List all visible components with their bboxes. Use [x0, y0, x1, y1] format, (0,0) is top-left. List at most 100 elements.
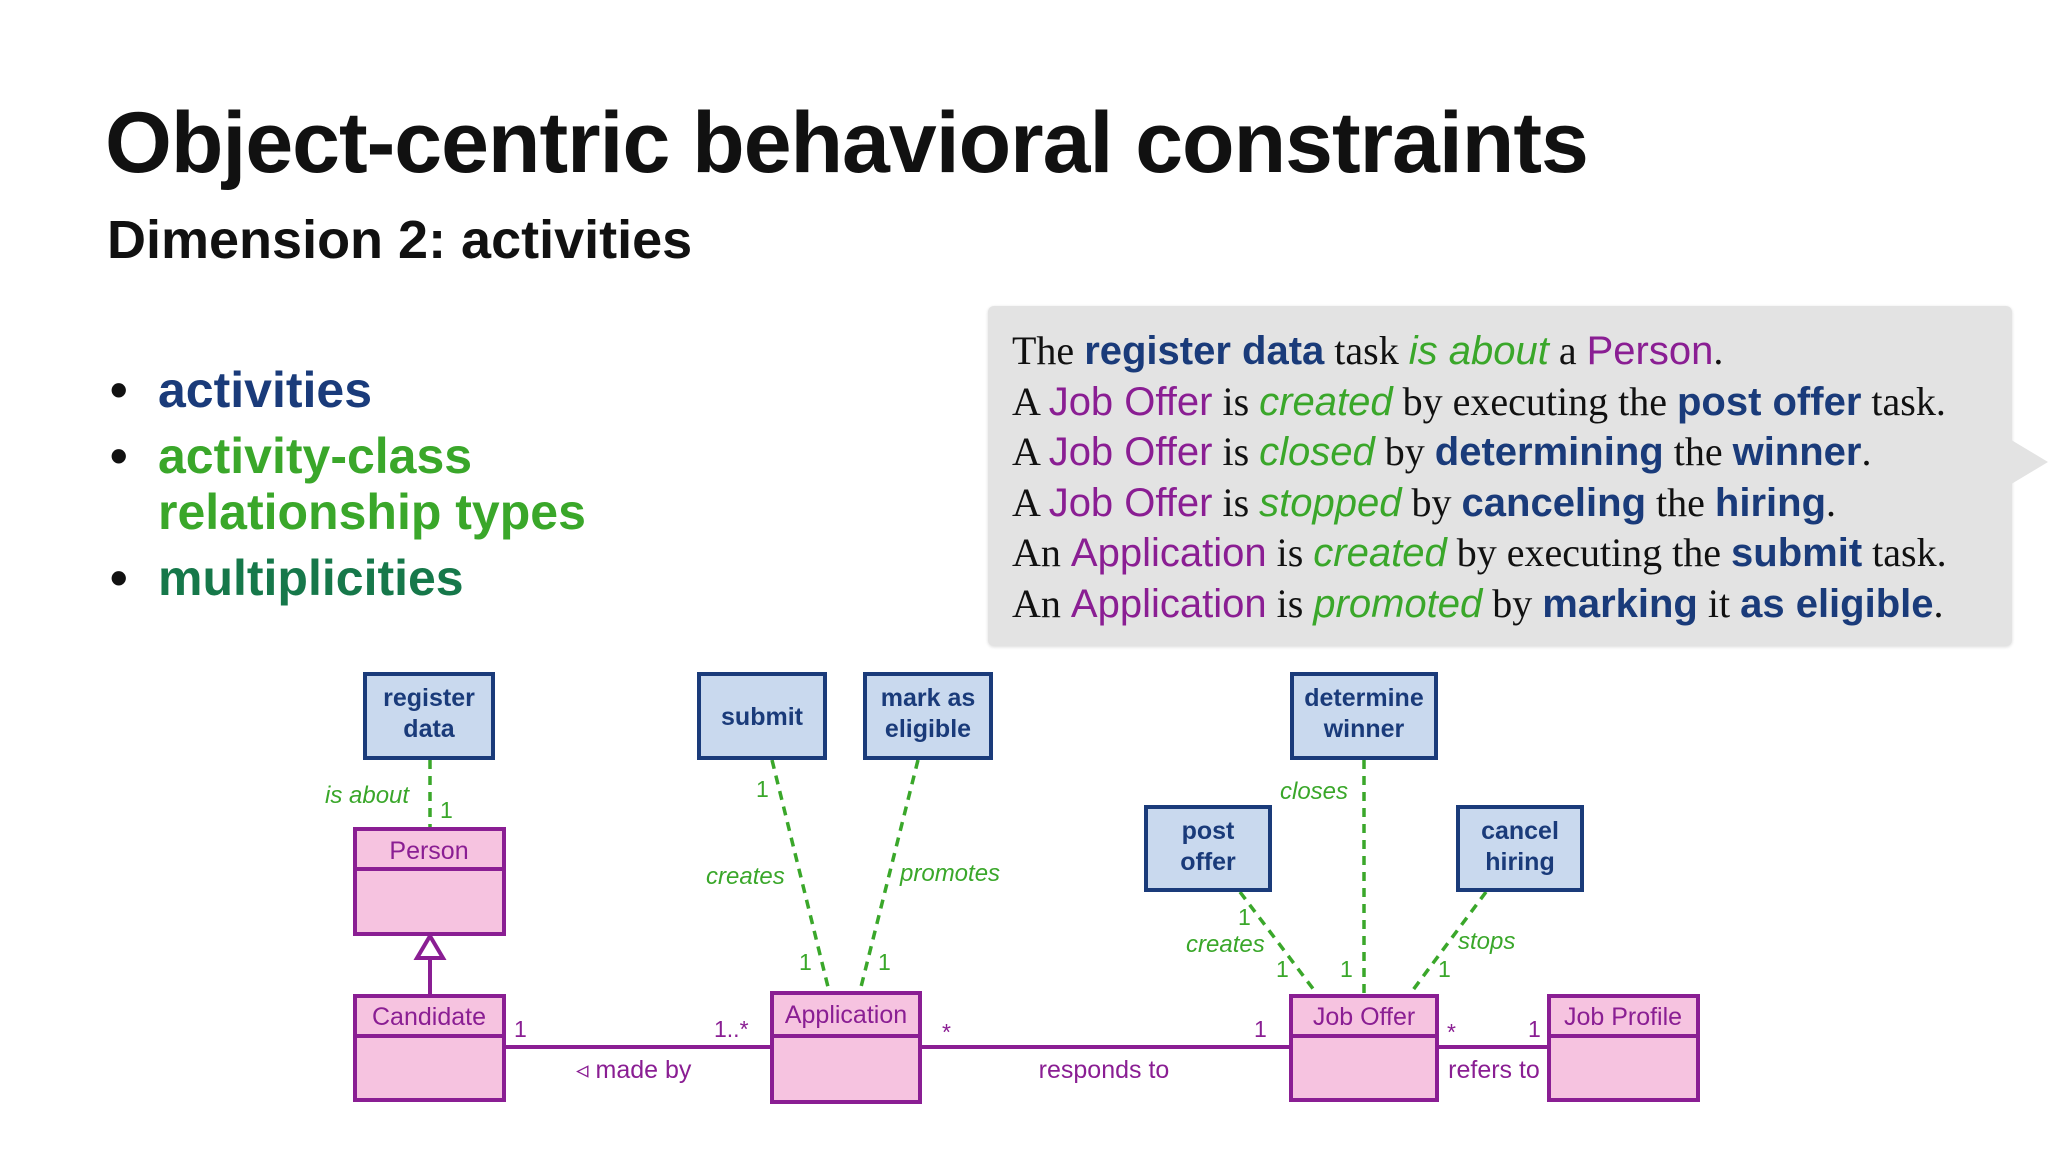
callout-plain-text: A [1012, 429, 1049, 474]
task-label: register [383, 684, 475, 712]
task-label: cancel [1481, 817, 1559, 845]
callout-task-name: canceling [1461, 480, 1647, 525]
class-label: Person [389, 837, 468, 865]
association-label-made-by: ◃ made by [576, 1056, 692, 1084]
callout-plain-text: . [1713, 328, 1724, 373]
callout-task-name: determining [1434, 430, 1664, 474]
task-label: offer [1180, 848, 1236, 876]
callout-plain-text: An [1012, 580, 1071, 626]
bullet-activity-class-relationship-types: • activity-class relationship types [110, 428, 586, 540]
bullet-multiplicities: • multiplicities [110, 550, 586, 606]
bullet-marker: • [110, 550, 128, 606]
relation-label-stops: stops [1458, 928, 1515, 955]
bullet-list: • activities • activity-class relationsh… [110, 362, 586, 616]
callout-task-name: as eligible [1740, 581, 1934, 626]
multiplicity-label: 1 [878, 949, 891, 975]
stops-line [1408, 890, 1488, 996]
callout-relation-type: promoted [1313, 581, 1483, 626]
callout-plain-text: task. [1861, 378, 1946, 424]
multiplicity-label: 1 [440, 797, 453, 823]
callout-line: A Job Offer is stopped by canceling the … [1012, 478, 1947, 529]
callout-class-name: Person [1586, 329, 1714, 373]
callout-line: An Application is promoted by marking it… [1012, 579, 1947, 630]
callout-class-name: Job Offer [1048, 379, 1213, 424]
callout-line: The register data task is about a Person… [1012, 326, 1947, 377]
class-person: Person [353, 827, 506, 936]
class-label: Candidate [372, 1003, 486, 1031]
bullet-text: activity-class [158, 428, 473, 484]
callout-class-name: Application [1070, 581, 1267, 626]
multiplicity-label: 1 [1528, 1016, 1541, 1042]
callout-class-name: Job Offer [1048, 430, 1213, 474]
callout-plain-text: task. [1862, 530, 1947, 575]
bullet-text: activities [158, 362, 373, 418]
multiplicity-label: * [942, 1019, 951, 1045]
task-label: post [1182, 817, 1235, 845]
callout-pointer [2008, 438, 2048, 486]
multiplicity-label: 1 [1438, 956, 1451, 982]
generalization-arrowhead [413, 932, 447, 960]
callout-relation-type: stopped [1259, 480, 1402, 525]
task-cancel-hiring: cancel hiring [1456, 805, 1584, 892]
callout-plain-text: The [1012, 328, 1085, 373]
task-register-data: register data [363, 672, 495, 760]
task-post-offer: post offer [1144, 805, 1272, 892]
callout-plain-text: the [1663, 429, 1733, 474]
callout-plain-text: by executing the [1392, 378, 1677, 424]
bullet-marker: • [110, 428, 128, 484]
task-label: determine [1304, 684, 1424, 712]
callout-line: A Job Offer is closed by determining the… [1012, 427, 1947, 478]
creates-job-offer-line [1238, 890, 1319, 996]
bullet-text: relationship types [158, 484, 586, 540]
class-job-offer: Job Offer [1289, 994, 1439, 1102]
relation-label-is-about: is about [325, 782, 410, 809]
callout-plain-text: by [1374, 429, 1435, 474]
class-application: Application [770, 991, 922, 1104]
relation-label-creates-job-offer: creates [1186, 931, 1265, 958]
callout-task-name: winner [1732, 430, 1862, 474]
class-label: Job Offer [1313, 1003, 1415, 1031]
callout-relation-type: is about [1408, 329, 1549, 373]
creates-application-line [770, 759, 831, 992]
relation-label-promotes: promotes [899, 860, 1000, 887]
task-label: submit [721, 703, 804, 731]
callout-plain-text: An [1012, 530, 1071, 575]
class-candidate: Candidate [353, 994, 506, 1102]
callout-task-name: submit [1731, 531, 1863, 575]
callout-plain-text: A [1012, 378, 1049, 424]
callout-plain-text: is [1212, 378, 1260, 424]
callout-line: A Job Offer is created by executing the … [1012, 377, 1947, 428]
relation-label-creates-application: creates [706, 863, 785, 890]
callout-task-name: marking [1542, 581, 1698, 626]
task-label: eligible [885, 715, 971, 743]
association-label-refers-to: refers to [1448, 1056, 1540, 1084]
callout-task-name: post offer [1676, 379, 1862, 424]
callout-task-name: register data [1084, 329, 1325, 373]
relation-label-closes: closes [1280, 778, 1348, 805]
multiplicity-label: 1 [1340, 956, 1353, 982]
task-mark-as-eligible: mark as eligible [863, 672, 993, 760]
multiplicity-label: * [1447, 1019, 1456, 1045]
callout-plain-text: is [1212, 429, 1260, 474]
bullet-text: multiplicities [158, 550, 464, 606]
promotes-line [858, 759, 920, 992]
bullet-activities: • activities [110, 362, 586, 418]
class-label: Application [785, 1001, 907, 1029]
multiplicity-label: 1 [514, 1016, 527, 1042]
callout-relation-type: created [1259, 379, 1393, 424]
callout-plain-text: is [1266, 530, 1314, 575]
callout-plain-text: . [1826, 479, 1836, 525]
multiplicity-label: 1 [1238, 904, 1251, 930]
callout-class-name: Application [1070, 531, 1267, 575]
explanation-callout: The register data task is about a Person… [988, 306, 2012, 646]
task-determine-winner: determine winner [1290, 672, 1438, 760]
task-submit: submit [697, 672, 827, 760]
bullet-marker: • [110, 362, 128, 418]
task-label: mark as [881, 684, 976, 712]
class-job-profile: Job Profile [1547, 994, 1700, 1102]
callout-text: The register data task is about a Person… [1012, 326, 1947, 629]
task-label: hiring [1485, 848, 1554, 876]
callout-plain-text: . [1933, 580, 1944, 626]
callout-plain-text: the [1646, 479, 1715, 525]
